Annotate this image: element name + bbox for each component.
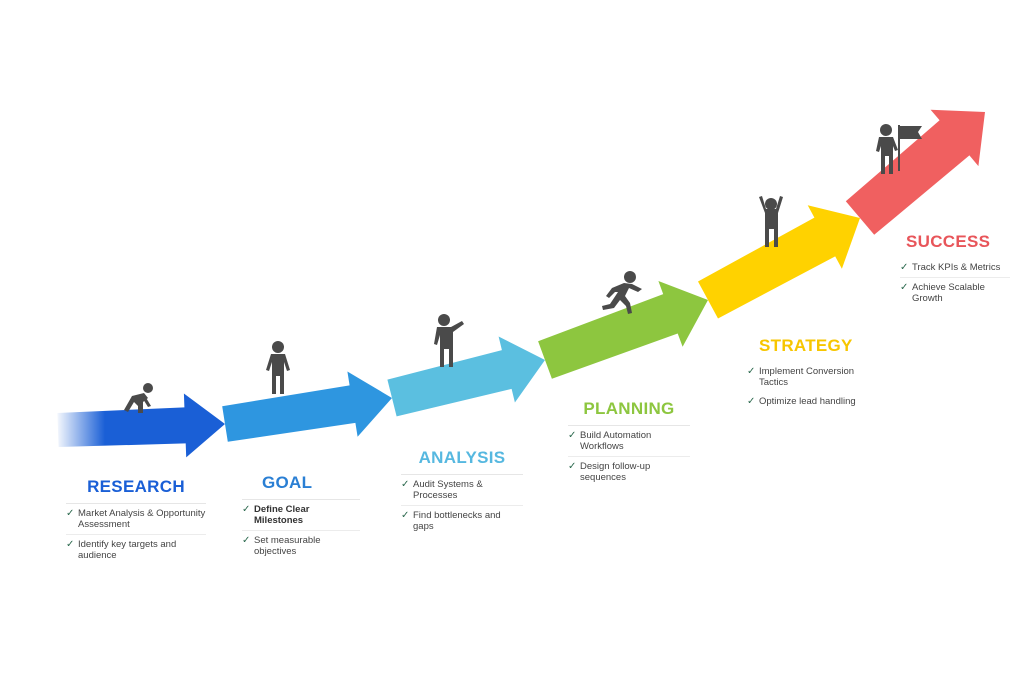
arrow-segment-success xyxy=(845,109,985,235)
stage-item: ✓Set measurable objectives xyxy=(242,535,321,557)
stage-item: ✓Identify key targets and audience xyxy=(66,539,177,561)
running-person-icon xyxy=(602,271,642,314)
check-icon: ✓ xyxy=(747,396,756,407)
stage-item: ✓Audit Systems & Processes xyxy=(401,475,523,506)
arrow-segment-planning xyxy=(538,281,708,379)
check-icon: ✓ xyxy=(568,461,577,472)
standing-person-icon xyxy=(266,341,290,394)
stage-item: ✓Find bottlenecks and gaps xyxy=(401,510,501,532)
stage-success: SUCCESS ✓Track KPIs & Metrics ✓Achieve S… xyxy=(900,232,1010,308)
stage-goal: GOAL ✓Define Clear Milestones ✓Set measu… xyxy=(242,473,360,561)
check-icon: ✓ xyxy=(747,366,756,377)
stage-research: RESEARCH ✓Market Analysis & Opportunity … xyxy=(66,477,206,565)
stage-title: RESEARCH xyxy=(87,477,185,496)
arrow-segment-goal xyxy=(222,371,392,442)
check-icon: ✓ xyxy=(401,510,410,521)
check-icon: ✓ xyxy=(242,504,251,515)
stage-title: GOAL xyxy=(262,473,313,492)
stage-item: ✓Optimize lead handling xyxy=(747,396,856,407)
check-icon: ✓ xyxy=(568,430,577,441)
arrow-segment-strategy xyxy=(698,205,860,319)
arrow-segment-analysis xyxy=(387,336,545,417)
check-icon: ✓ xyxy=(900,262,909,273)
arrow-fade xyxy=(55,380,105,460)
stage-item: ✓Track KPIs & Metrics xyxy=(900,258,1010,278)
stage-title: PLANNING xyxy=(583,399,675,418)
check-icon: ✓ xyxy=(66,508,75,519)
stage-analysis: ANALYSIS ✓Audit Systems & Processes ✓Fin… xyxy=(401,448,523,536)
crouching-person-icon xyxy=(124,383,153,413)
stage-title: STRATEGY xyxy=(759,336,853,355)
check-icon: ✓ xyxy=(900,282,909,293)
stage-item: ✓Market Analysis & Opportunity Assessmen… xyxy=(66,504,206,535)
check-icon: ✓ xyxy=(401,479,410,490)
stage-item: ✓Build Automation Workflows xyxy=(568,426,690,457)
stage-strategy: STRATEGY ✓Implement Conversion Tactics ✓… xyxy=(747,336,872,411)
pointing-person-icon xyxy=(434,314,464,367)
stage-item: ✓Design follow-up sequences xyxy=(568,461,651,483)
check-icon: ✓ xyxy=(66,539,75,550)
stage-title: ANALYSIS xyxy=(418,448,506,467)
stage-item: ✓Define Clear Milestones xyxy=(242,500,360,531)
stage-item: ✓Implement Conversion Tactics xyxy=(747,366,855,388)
person-with-flag-icon xyxy=(876,124,922,174)
stage-planning: PLANNING ✓Build Automation Workflows ✓De… xyxy=(568,399,690,487)
check-icon: ✓ xyxy=(242,535,251,546)
stage-item: ✓Achieve Scalable Growth xyxy=(900,282,985,304)
stage-title: SUCCESS xyxy=(906,232,991,251)
celebrating-person-icon xyxy=(759,196,783,247)
